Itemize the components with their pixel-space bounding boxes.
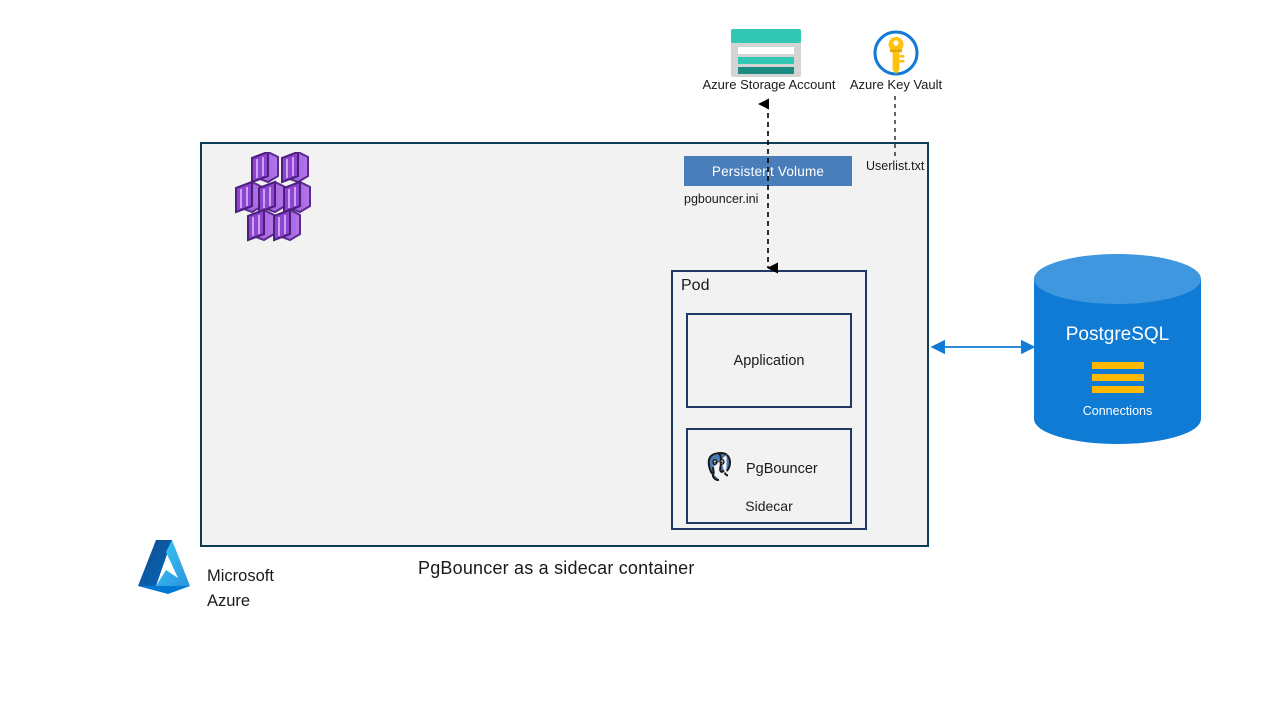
pod-label: Pod <box>681 277 710 294</box>
persistent-volume-label: Persistent Volume <box>711 163 825 179</box>
file-label-userlist-txt: Userlist.txt <box>866 159 925 173</box>
azure-kubernetes-service-icon <box>234 150 314 242</box>
diagram-caption: PgBouncer as a sidecar container <box>418 558 695 578</box>
connections-bars <box>1091 362 1144 398</box>
connection-bar <box>1091 362 1144 369</box>
connections-label: Connections <box>1082 404 1153 418</box>
persistent-volume-box: Persistent Volume <box>684 156 852 186</box>
connection-bar <box>1091 374 1144 381</box>
pgbouncer-row: PgBouncer <box>698 446 818 491</box>
azure-storage-account-label: Azure Storage Account <box>702 77 836 92</box>
postgresql-database-cylinder: PostgreSQL Connections <box>1034 254 1201 444</box>
application-label: Application <box>733 352 805 369</box>
azure-brand-line1: Microsoft <box>207 567 274 585</box>
container-box-application: Application <box>686 313 852 408</box>
postgresql-elephant-icon <box>698 446 738 491</box>
file-label-pgbouncer-ini: pgbouncer.ini <box>684 192 759 206</box>
azure-key-vault-icon <box>873 30 919 76</box>
container-box-pgbouncer: PgBouncer Sidecar <box>686 428 852 524</box>
azure-logo-icon <box>136 538 192 600</box>
azure-storage-account-icon <box>731 29 801 77</box>
sidecar-label: Sidecar <box>745 498 793 514</box>
azure-key-vault-label: Azure Key Vault <box>849 77 943 92</box>
postgresql-label: PostgreSQL <box>1065 324 1170 345</box>
azure-brand-name: Microsoft Azure <box>207 564 274 614</box>
azure-brand-line2: Azure <box>207 592 251 610</box>
connection-bar <box>1091 386 1144 393</box>
pgbouncer-label: PgBouncer <box>746 460 818 477</box>
